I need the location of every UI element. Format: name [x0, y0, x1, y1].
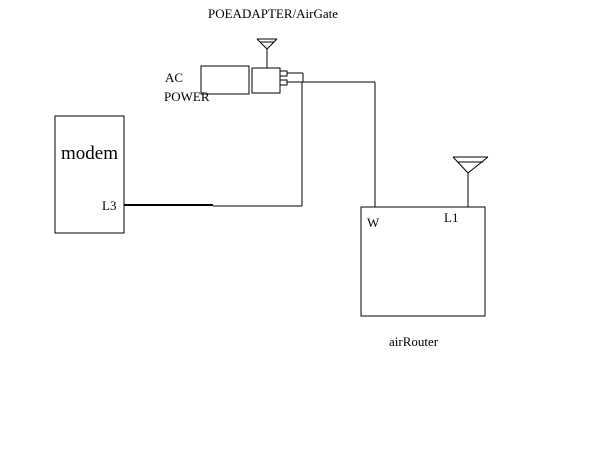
modem-box	[54, 115, 125, 234]
poe-antenna-icon	[256, 38, 278, 68]
air-router-box	[360, 206, 486, 317]
ac-power-box	[200, 65, 250, 95]
router-wan-port-label: W	[367, 215, 380, 230]
router-antenna-icon	[452, 156, 489, 207]
poe-adapter-title: POEADAPTER/AirGate	[208, 6, 338, 21]
poe-to-router-cable	[303, 81, 376, 207]
poe-connector	[279, 70, 304, 86]
router-caption: airRouter	[389, 334, 439, 349]
ac-label: AC	[165, 70, 183, 85]
modem-label: modem	[61, 143, 118, 164]
modem-to-poe-cable	[124, 82, 303, 207]
modem-port-label: L3	[102, 198, 116, 213]
poe-adapter-box	[251, 67, 281, 94]
power-label: POWER	[164, 89, 210, 104]
router-lan-port-label: L1	[444, 210, 458, 225]
